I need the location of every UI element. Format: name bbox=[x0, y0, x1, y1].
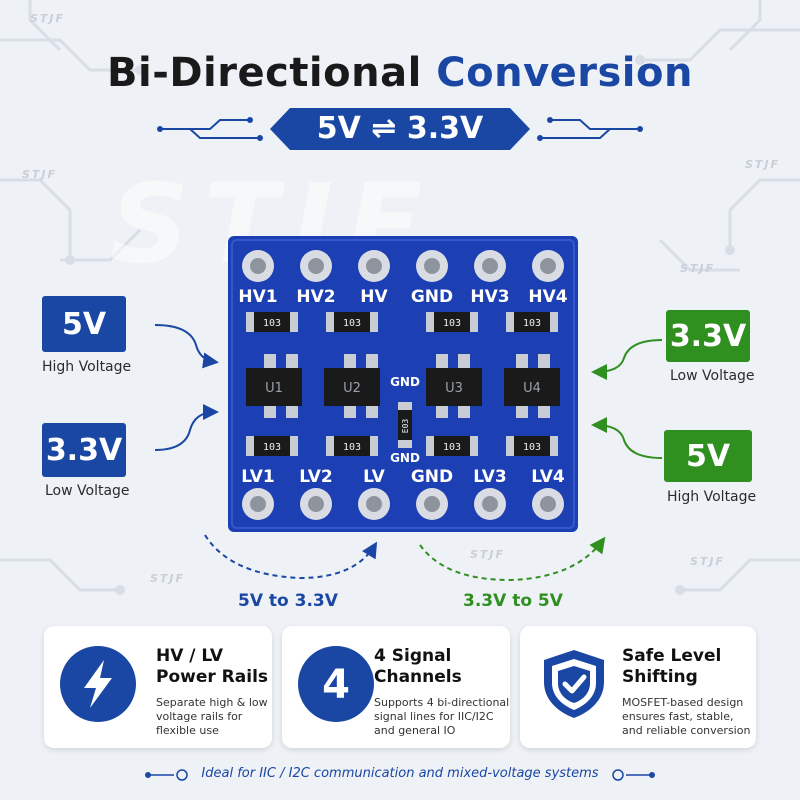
center-label-gnd-bottom: GND bbox=[390, 451, 420, 465]
footer-tagline: Ideal for IIC / I2C communication and mi… bbox=[201, 766, 599, 781]
left-box-high-voltage: 5V bbox=[42, 296, 126, 352]
right-box-low-voltage: 3.3V bbox=[666, 310, 750, 362]
banner-right-voltage: 3.3V bbox=[406, 111, 484, 146]
mosfet-chips bbox=[246, 354, 560, 418]
resistor-code: 103 bbox=[343, 442, 361, 453]
watermark: STJF bbox=[470, 548, 506, 561]
pin-label-gnd-bottom: GND bbox=[411, 467, 453, 487]
pin-label-lv2: LV2 bbox=[299, 467, 332, 487]
pin-label-hv3: HV3 bbox=[470, 287, 509, 307]
page-title: Bi-Directional Conversion bbox=[0, 50, 800, 96]
resistor-code: 103 bbox=[263, 318, 281, 329]
watermark: STJF bbox=[150, 572, 186, 585]
connector-arrows bbox=[154, 324, 663, 582]
banner-left-voltage: 5V bbox=[316, 111, 361, 146]
left-box-low-voltage: 3.3V bbox=[42, 423, 126, 477]
center-label-gnd-top: GND bbox=[390, 375, 420, 389]
top-pin-holes bbox=[242, 250, 564, 282]
capacitor-code: E03 bbox=[401, 419, 410, 434]
watermark: STJF bbox=[22, 168, 58, 181]
level-shifter-board: HV1 HV2 HV GND HV3 HV4 LV1 LV2 LV GND LV… bbox=[228, 236, 578, 532]
pin-label-hv: HV bbox=[360, 287, 388, 307]
chip-label-u1: U1 bbox=[265, 381, 283, 396]
pin-label-lv1: LV1 bbox=[241, 467, 274, 487]
swap-arrows-icon: ⇌ bbox=[371, 111, 397, 146]
title-part-1: Bi-Directional bbox=[107, 50, 422, 96]
direction-label-up: 3.3V to 5V bbox=[463, 591, 563, 611]
title-part-2: Conversion bbox=[436, 50, 693, 96]
right-label-low-voltage: Low Voltage bbox=[670, 368, 755, 384]
pin-label-hv2: HV2 bbox=[296, 287, 335, 307]
bottom-pin-holes bbox=[242, 488, 564, 520]
lightning-bolt-icon bbox=[60, 646, 136, 722]
left-label-low-voltage: Low Voltage bbox=[45, 483, 130, 499]
pin-label-gnd-top: GND bbox=[411, 287, 453, 307]
svg-text:4: 4 bbox=[322, 662, 350, 708]
footer-decoration bbox=[145, 769, 655, 781]
resistor-code: 103 bbox=[443, 442, 461, 453]
right-label-high-voltage: High Voltage bbox=[667, 489, 757, 505]
banner-traces bbox=[157, 117, 643, 141]
resistor-code: 103 bbox=[263, 442, 281, 453]
watermark: STJF bbox=[690, 555, 726, 568]
resistor-code: 103 bbox=[523, 318, 541, 329]
pin-label-hv4: HV4 bbox=[528, 287, 567, 307]
pin-label-lv4: LV4 bbox=[531, 467, 565, 487]
watermark: STJF bbox=[30, 12, 66, 25]
pin-label-lv: LV bbox=[363, 467, 385, 487]
right-box-high-voltage: 5V bbox=[664, 430, 752, 482]
resistor-code: 103 bbox=[343, 318, 361, 329]
left-label-high-voltage: High Voltage bbox=[42, 359, 132, 375]
chip-label-u3: U3 bbox=[445, 381, 463, 396]
watermark: STJF bbox=[745, 158, 781, 171]
chip-label-u2: U2 bbox=[343, 381, 361, 396]
pin-label-hv1: HV1 bbox=[238, 287, 277, 307]
resistor-code: 103 bbox=[523, 442, 541, 453]
pin-label-lv3: LV3 bbox=[473, 467, 506, 487]
resistor-code: 103 bbox=[443, 318, 461, 329]
resistors bbox=[246, 312, 558, 456]
number-four-icon: 4 bbox=[298, 646, 374, 722]
direction-label-down: 5V to 3.3V bbox=[238, 591, 338, 611]
shield-check-icon bbox=[544, 650, 604, 718]
watermark: STJF bbox=[680, 262, 716, 275]
center-capacitor bbox=[398, 402, 412, 448]
chip-label-u4: U4 bbox=[523, 381, 541, 396]
voltage-banner: 5V ⇌ 3.3V bbox=[270, 108, 530, 150]
